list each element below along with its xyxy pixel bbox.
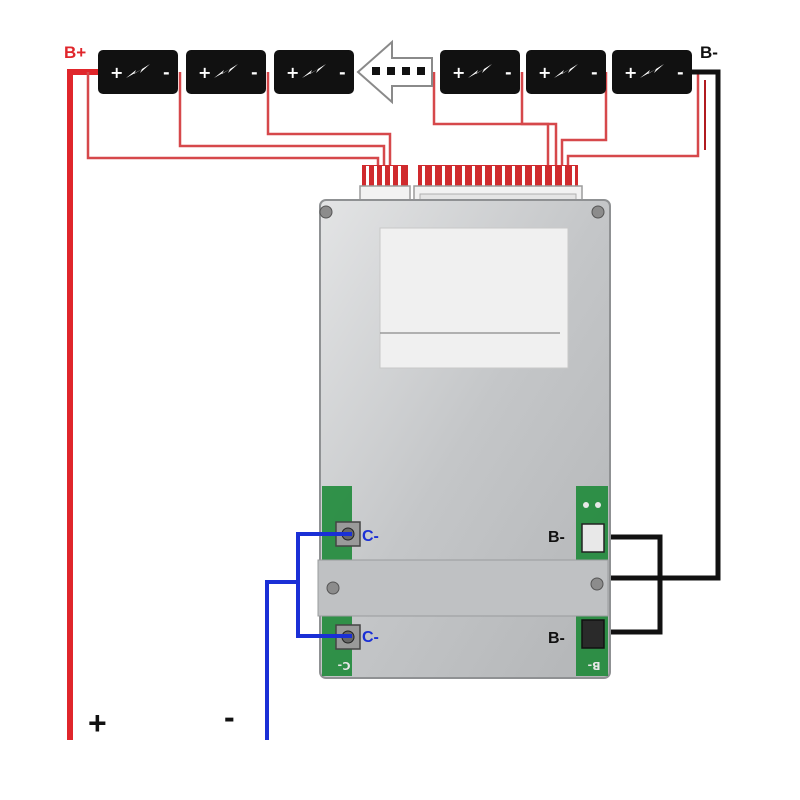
cell-minus-sign: - (339, 63, 346, 82)
positive-main-wire (67, 69, 98, 740)
cell-minus-sign: - (505, 63, 512, 82)
dots-icon (372, 67, 425, 75)
lightning-bolt-icon (640, 64, 664, 78)
cell-minus-sign: - (251, 63, 258, 82)
cell-plus-sign: + (624, 63, 637, 82)
battery-cell-icon: +- (274, 50, 354, 94)
battery-cell-icon: +- (612, 50, 692, 94)
b-minus-label-bottom: B- (548, 630, 565, 647)
cell-plus-sign: + (452, 63, 465, 82)
b-minus-label: B- (700, 43, 718, 62)
cell-plus-sign: + (538, 63, 551, 82)
battery-cell-icon: +- (186, 50, 266, 94)
lightning-bolt-icon (468, 64, 492, 78)
battery-cell-icon: +- (440, 50, 520, 94)
left-arrow-icon (356, 39, 433, 105)
b-minus-pad-bottom (581, 619, 605, 649)
cell-plus-sign: + (286, 63, 299, 82)
b-plus-label: B+ (64, 43, 86, 62)
battery-cell-icon: +- (526, 50, 606, 94)
minus-terminal-label: - (224, 699, 235, 735)
plus-terminal-label: + (88, 705, 107, 741)
pcb-b-label: B- (588, 659, 601, 672)
pcb-c-label: C- (338, 659, 351, 672)
battery-cells: +-+-+-+-+-+- (98, 50, 692, 94)
b-minus-pad-top (581, 502, 605, 553)
lightning-bolt-icon (126, 64, 150, 78)
c-minus-label-bottom: C- (362, 629, 379, 646)
cell-minus-sign: - (677, 63, 684, 82)
battery-cell-icon: +- (98, 50, 178, 94)
lightning-bolt-icon (302, 64, 326, 78)
cell-plus-sign: + (198, 63, 211, 82)
charge-wires (265, 532, 352, 740)
cell-minus-sign: - (163, 63, 170, 82)
bms-board (317, 199, 611, 679)
b-minus-label-top: B- (548, 529, 565, 546)
lightning-bolt-icon (554, 64, 578, 78)
lightning-bolt-icon (214, 64, 238, 78)
cell-plus-sign: + (110, 63, 123, 82)
c-minus-label-top: C- (362, 528, 379, 545)
cell-minus-sign: - (591, 63, 598, 82)
